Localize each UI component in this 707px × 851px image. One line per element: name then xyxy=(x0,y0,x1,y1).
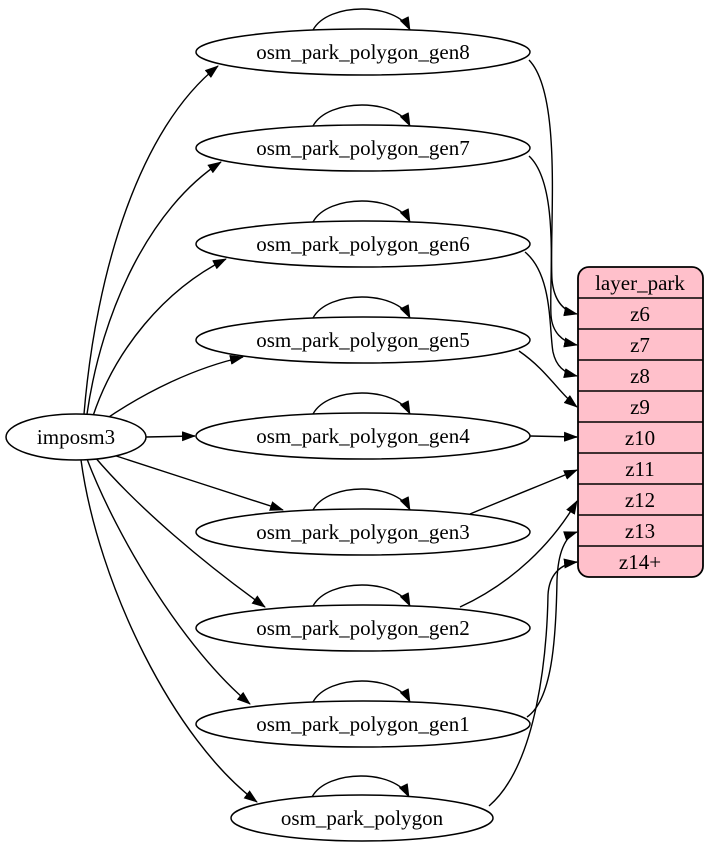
edge-gen5-to-z9 xyxy=(518,350,578,408)
edge-imposm3-to-gen3 xyxy=(103,451,284,511)
row-label-z13: z13 xyxy=(625,519,655,543)
edge-polygon-to-z14 xyxy=(488,558,578,807)
row-label-z10: z10 xyxy=(625,426,655,450)
gen8-ellipse xyxy=(195,28,531,76)
edge-imposm3-to-gen6 xyxy=(92,258,227,417)
gen5-label: osm_park_polygon_gen5 xyxy=(256,328,469,352)
polygon-ellipse xyxy=(230,794,494,842)
edge-imposm3-to-gen7 xyxy=(86,161,222,415)
row-label-z14: z14+ xyxy=(619,550,661,574)
self-loop-polygon xyxy=(311,775,410,798)
node-osm-park-polygon-gen3: osm_park_polygon_gen3 xyxy=(195,508,531,556)
self-loop-gen1 xyxy=(312,680,411,703)
edge-imposm3-to-gen1 xyxy=(86,458,251,705)
gen1-ellipse xyxy=(195,700,531,748)
imposm3-label: imposm3 xyxy=(37,425,115,449)
edge-imposm3-to-gen8 xyxy=(83,65,219,415)
node-osm-park-polygon-gen2: osm_park_polygon_gen2 xyxy=(195,604,531,652)
edge-imposm3-to-polygon xyxy=(80,459,258,803)
gen5-ellipse xyxy=(195,316,531,364)
polygon-label: osm_park_polygon xyxy=(281,806,444,830)
edge-gen8-to-z6 xyxy=(528,59,578,317)
node-osm-park-polygon-gen1: osm_park_polygon_gen1 xyxy=(195,700,531,748)
gen3-label: osm_park_polygon_gen3 xyxy=(256,520,469,544)
gen6-ellipse xyxy=(195,220,531,268)
self-loop-gen8 xyxy=(312,8,411,31)
gen2-ellipse xyxy=(195,604,531,652)
edges-tables-to-layer xyxy=(459,59,578,807)
imposm3-ellipse xyxy=(5,413,147,461)
edge-gen7-to-z7 xyxy=(528,155,578,348)
row-label-z9: z9 xyxy=(630,395,650,419)
gen2-label: osm_park_polygon_gen2 xyxy=(256,616,469,640)
layer-park-table: layer_park z6 z7 z8 z9 z10 z11 z12 z13 z… xyxy=(577,266,704,578)
self-loop-gen5 xyxy=(312,296,411,319)
self-loop-gen6 xyxy=(312,200,411,223)
gen3-ellipse xyxy=(195,508,531,556)
row-label-z11: z11 xyxy=(625,457,655,481)
edge-gen4-to-z10 xyxy=(529,431,578,442)
node-osm-park-polygon-gen4: osm_park_polygon_gen4 xyxy=(195,412,531,460)
gen7-ellipse xyxy=(195,124,531,172)
node-osm-park-polygon-gen8: osm_park_polygon_gen8 xyxy=(195,28,531,76)
gen4-label: osm_park_polygon_gen4 xyxy=(256,424,470,448)
edge-imposm3-to-gen4 xyxy=(145,431,196,442)
gen4-ellipse xyxy=(195,412,531,460)
edge-gen6-to-z8 xyxy=(524,251,578,378)
node-imposm3: imposm3 xyxy=(5,413,147,461)
row-label-z12: z12 xyxy=(625,488,655,512)
self-loop-gen3 xyxy=(312,488,411,511)
gen8-label: osm_park_polygon_gen8 xyxy=(256,40,469,64)
edges-source-to-tables xyxy=(80,65,284,803)
row-label-z7: z7 xyxy=(630,333,650,357)
row-label-z6: z6 xyxy=(630,302,650,326)
node-osm-park-polygon-gen6: osm_park_polygon_gen6 xyxy=(195,220,531,268)
layer-park-title: layer_park xyxy=(595,271,685,295)
edge-imposm3-to-gen2 xyxy=(93,455,266,608)
gen7-label: osm_park_polygon_gen7 xyxy=(256,136,469,160)
self-loop-gen2 xyxy=(312,584,411,607)
gen1-label: osm_park_polygon_gen1 xyxy=(256,712,469,736)
edge-gen2-to-z12 xyxy=(459,500,578,608)
row-label-z8: z8 xyxy=(630,364,650,388)
edge-gen3-to-z11 xyxy=(469,469,578,515)
node-osm-park-polygon: osm_park_polygon xyxy=(230,794,494,842)
gen6-label: osm_park_polygon_gen6 xyxy=(256,232,469,256)
edges-self-loops xyxy=(311,8,411,798)
self-loop-gen4 xyxy=(312,392,411,415)
node-osm-park-polygon-gen7: osm_park_polygon_gen7 xyxy=(195,124,531,172)
edge-gen1-to-z13 xyxy=(526,531,578,718)
node-osm-park-polygon-gen5: osm_park_polygon_gen5 xyxy=(195,316,531,364)
self-loop-gen7 xyxy=(312,104,411,127)
edge-imposm3-to-gen5 xyxy=(102,354,244,422)
